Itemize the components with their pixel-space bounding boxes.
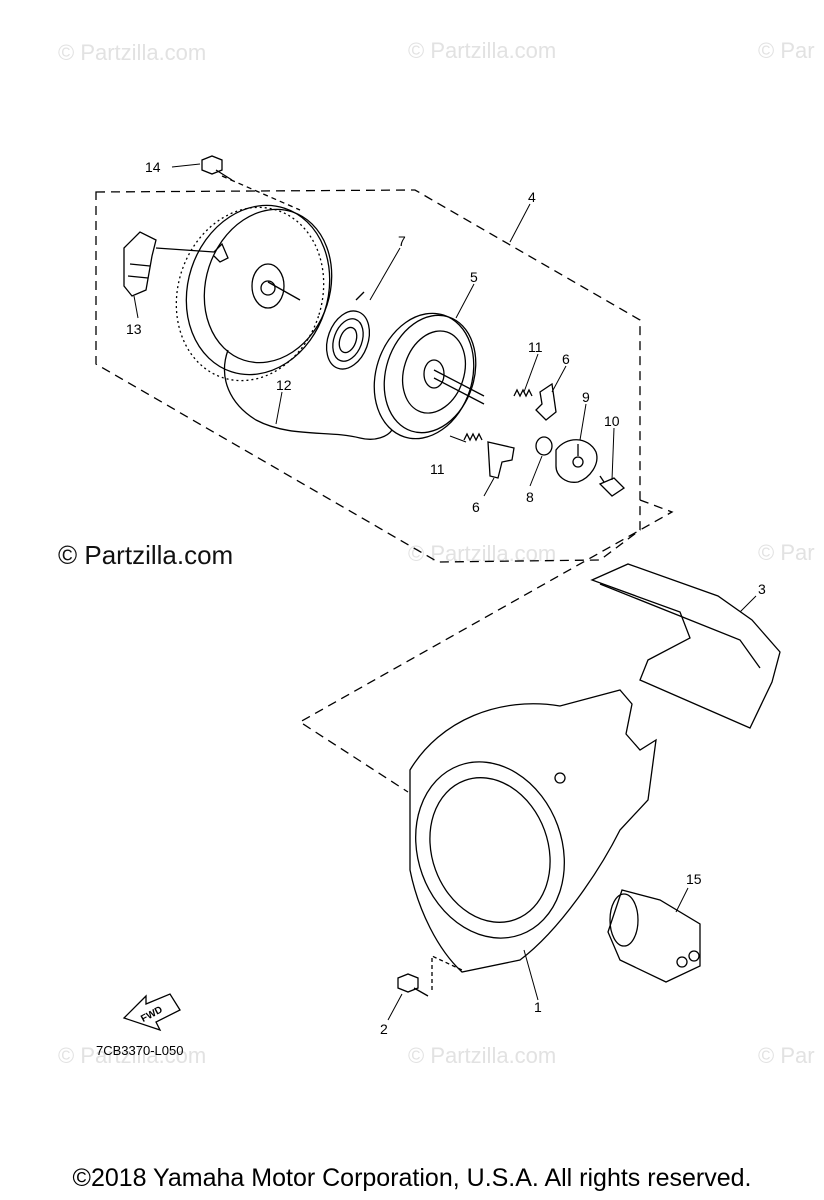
copyright-footer: ©2018 Yamaha Motor Corporation, U.S.A. A…	[72, 1164, 752, 1192]
label-13: 13	[126, 321, 142, 337]
starter-handle	[123, 231, 229, 297]
label-1: 1	[534, 999, 542, 1015]
fwd-arrow-icon	[122, 993, 181, 1032]
label-15: 15	[686, 871, 702, 887]
upper-cover	[590, 563, 781, 729]
recoil-spring	[325, 291, 371, 370]
label-9: 9	[582, 389, 590, 405]
spring-11-upper	[513, 388, 533, 398]
label-2: 2	[380, 1021, 388, 1037]
label-8: 8	[526, 489, 534, 505]
label-6-upper: 6	[562, 351, 570, 367]
diagram-code: 7CB3370-L050	[96, 1043, 184, 1058]
bolt-14	[201, 155, 301, 211]
cylinder-cap	[607, 889, 701, 983]
watermark-main: © Partzilla.com	[58, 540, 234, 570]
label-11-lower: 11	[430, 461, 445, 477]
label-3: 3	[758, 581, 766, 597]
fan-cover	[409, 689, 657, 973]
bolt-2	[397, 954, 463, 997]
watermark: © Partzilla.com	[58, 40, 207, 65]
spring-11-lower	[463, 432, 483, 442]
watermark: © Partzilla.com	[58, 1043, 207, 1068]
label-4: 4	[528, 189, 536, 205]
friction-plate	[555, 439, 598, 483]
label-6-lower: 6	[472, 499, 480, 515]
watermark: © Partzilla.com	[408, 38, 557, 63]
watermark: © Partzilla.com	[408, 1043, 557, 1068]
watermark: © Partzilla.com	[408, 541, 557, 566]
ring	[535, 436, 553, 456]
screw	[598, 475, 626, 497]
label-5: 5	[470, 269, 478, 285]
label-12: 12	[276, 377, 292, 393]
assembly-outline	[95, 189, 641, 563]
watermark: © Par	[758, 38, 815, 63]
watermark: © Par	[758, 1043, 815, 1068]
starter-housing	[175, 204, 333, 382]
label-10: 10	[604, 413, 620, 429]
leader-lines	[133, 163, 757, 1021]
pawl-upper	[535, 382, 557, 421]
label-7: 7	[398, 233, 406, 249]
fwd-label: FWD	[139, 1004, 164, 1024]
label-14: 14	[145, 159, 161, 175]
starter-rope	[223, 349, 393, 440]
assembly-leader	[298, 499, 674, 793]
label-11-upper: 11	[528, 339, 543, 355]
pawl-lower	[487, 441, 515, 479]
pulley	[373, 312, 485, 440]
watermark: © Par	[758, 540, 815, 565]
